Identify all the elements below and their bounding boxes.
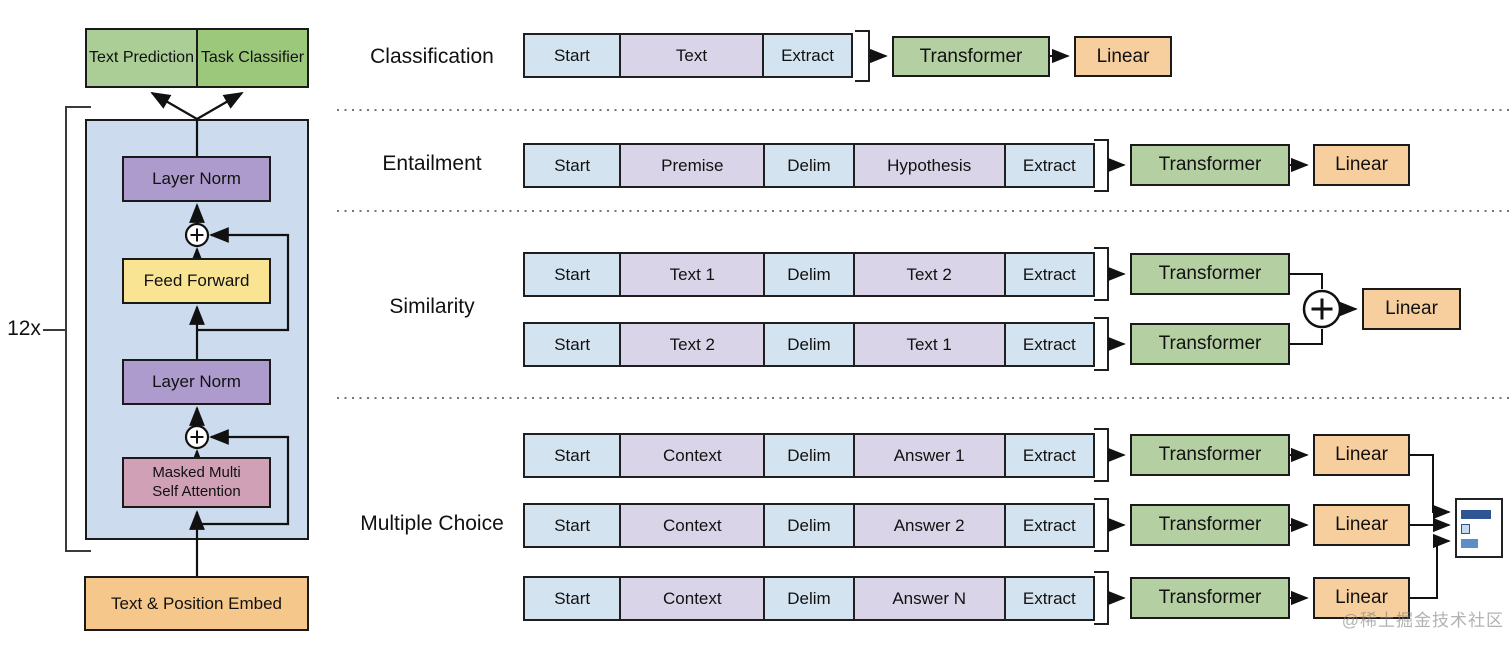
token-delim: Delim [763, 254, 853, 295]
entailment-linear-box: Linear [1313, 144, 1410, 186]
token-start: Start [525, 145, 620, 186]
token-answer2: Answer 2 [852, 505, 1004, 546]
token-delim: Delim [763, 435, 853, 476]
token-start: Start [525, 578, 620, 619]
token-hypothesis: Hypothesis [852, 145, 1004, 186]
token-answerN: Answer N [852, 578, 1004, 619]
token-text: Text [618, 35, 763, 76]
token-start: Start [525, 254, 620, 295]
task-classifier-label: Task Classifier [200, 48, 305, 66]
similarity-transformer-box-1: Transformer [1130, 253, 1290, 295]
task-classifier-head: Task Classifier [196, 30, 307, 86]
token-delim: Delim [763, 145, 853, 186]
token-extract: Extract [1003, 435, 1093, 476]
token-text1: Text 1 [852, 324, 1004, 365]
token-text1: Text 1 [619, 254, 764, 295]
multiple-choice-transformer-box-2: Transformer [1130, 504, 1290, 546]
multiple-choice-linear-box-3: Linear [1313, 577, 1410, 619]
multiple-choice-input-row-2: Start Context Delim Answer 2 Extract [523, 503, 1095, 548]
masked-attention-line2: Self Attention [152, 482, 241, 500]
multiple-choice-linear-box-2: Linear [1313, 504, 1410, 546]
token-premise: Premise [619, 145, 764, 186]
entailment-input-row: Start Premise Delim Hypothesis Extract [523, 143, 1095, 188]
masked-attention-box: Masked Multi Self Attention [122, 457, 271, 508]
token-start: Start [525, 435, 620, 476]
multiple-choice-input-row-1: Start Context Delim Answer 1 Extract [523, 433, 1095, 478]
task-label-entailment: Entailment [382, 152, 482, 175]
watermark: @稀土掘金技术社区 [1341, 611, 1504, 630]
token-start: Start [525, 324, 620, 365]
layer-norm-bottom-box: Layer Norm [122, 359, 271, 405]
token-extract: Extract [762, 35, 851, 76]
multiple-choice-input-row-3: Start Context Delim Answer N Extract [523, 576, 1095, 621]
similarity-input-row-1: Start Text 1 Delim Text 2 Extract [523, 252, 1095, 297]
token-context: Context [619, 505, 764, 546]
repeat-count-label: 12x [7, 317, 41, 340]
token-delim: Delim [763, 505, 853, 546]
embed-box: Text & Position Embed [84, 576, 309, 631]
softmax-scores-icon [1455, 498, 1503, 558]
token-extract: Extract [1003, 145, 1093, 186]
similarity-input-row-2: Start Text 2 Delim Text 1 Extract [523, 322, 1095, 367]
classification-transformer-box: Transformer [892, 36, 1050, 77]
classification-input-row: Start Text Extract [523, 33, 853, 78]
layer-norm-top-box: Layer Norm [122, 156, 271, 202]
multiple-choice-transformer-box-3: Transformer [1130, 577, 1290, 619]
repeat-bracket [43, 106, 91, 552]
text-prediction-label: Text Prediction [89, 48, 194, 66]
similarity-linear-box: Linear [1362, 288, 1461, 330]
add-icon-similarity [1302, 289, 1342, 329]
multiple-choice-transformer-box-1: Transformer [1130, 434, 1290, 476]
token-extract: Extract [1003, 254, 1093, 295]
score-bar-3 [1461, 539, 1478, 548]
token-context: Context [619, 578, 764, 619]
score-bar-2 [1461, 524, 1470, 534]
similarity-transformer-box-2: Transformer [1130, 323, 1290, 365]
token-extract: Extract [1003, 324, 1093, 365]
score-bar-1 [1461, 510, 1491, 519]
token-answer1: Answer 1 [852, 435, 1004, 476]
token-delim: Delim [763, 578, 853, 619]
token-delim: Delim [763, 324, 853, 365]
entailment-transformer-box: Transformer [1130, 144, 1290, 186]
token-text2: Text 2 [852, 254, 1004, 295]
token-start: Start [525, 35, 619, 76]
token-extract: Extract [1003, 578, 1093, 619]
classification-linear-box: Linear [1074, 36, 1172, 77]
decoder-heads: Text Prediction Task Classifier [85, 28, 309, 88]
task-label-classification: Classification [370, 45, 494, 68]
token-context: Context [619, 435, 764, 476]
token-text2: Text 2 [619, 324, 764, 365]
masked-attention-line1: Masked Multi [152, 463, 241, 481]
token-extract: Extract [1003, 505, 1093, 546]
task-label-multiple-choice: Multiple Choice [360, 512, 504, 535]
task-label-similarity: Similarity [389, 295, 475, 318]
text-prediction-head: Text Prediction [87, 30, 196, 86]
token-start: Start [525, 505, 620, 546]
feed-forward-box: Feed Forward [122, 258, 271, 304]
multiple-choice-linear-box-1: Linear [1313, 434, 1410, 476]
